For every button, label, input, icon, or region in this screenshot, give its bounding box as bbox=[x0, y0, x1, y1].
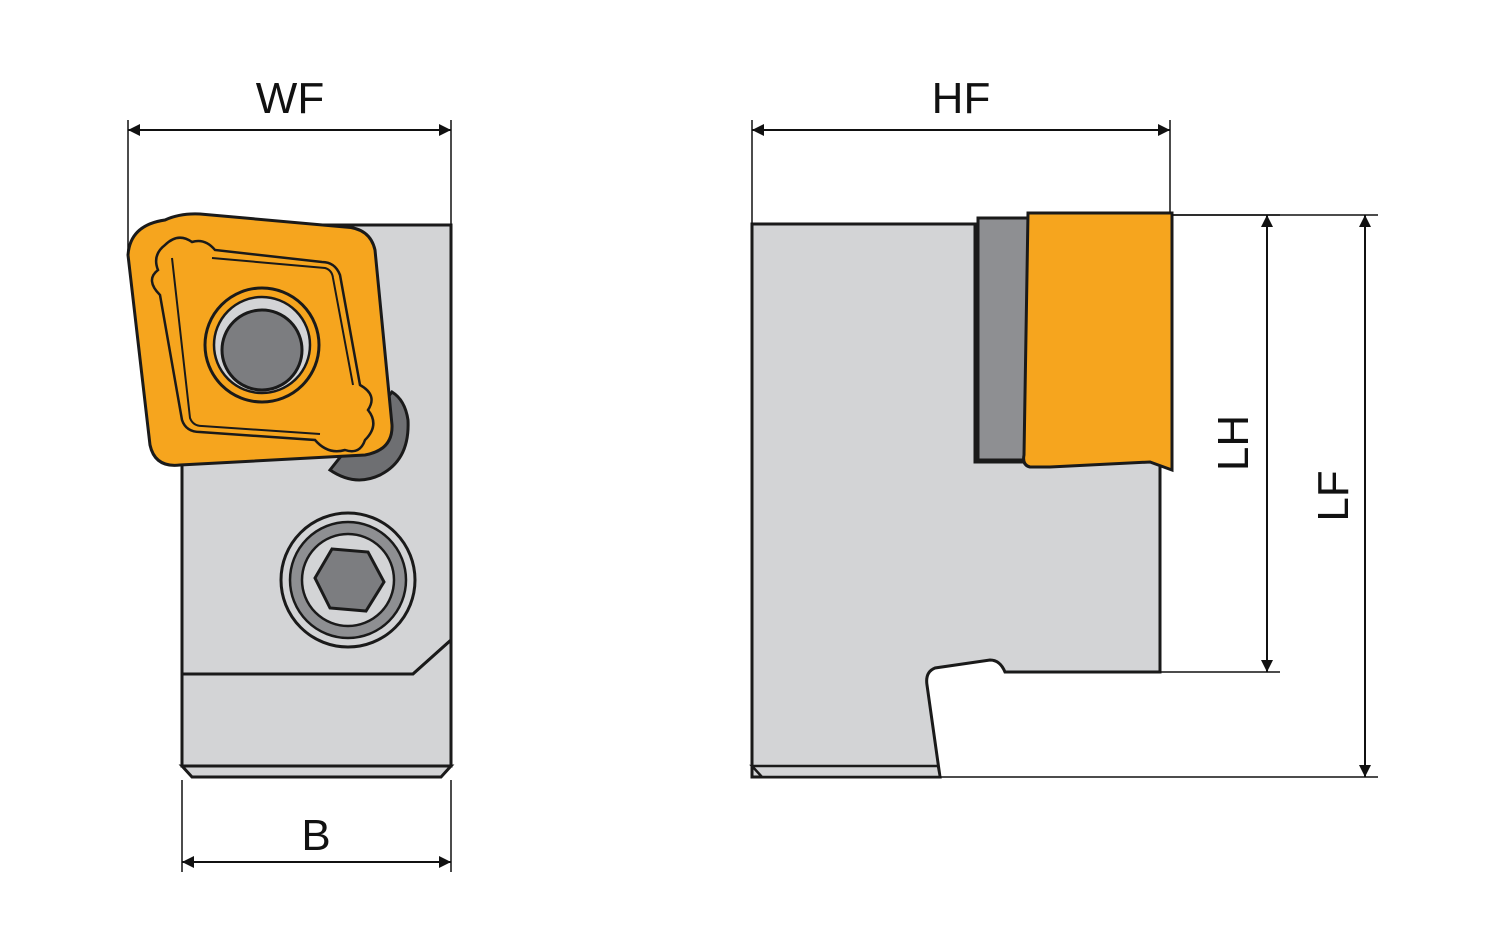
side-shim bbox=[976, 216, 1032, 462]
front-body-lower bbox=[180, 636, 453, 768]
label-lh: LH bbox=[1209, 415, 1258, 471]
dimension-lf: LF bbox=[940, 214, 1378, 778]
dimension-lh: LH bbox=[1160, 214, 1280, 673]
label-lf: LF bbox=[1309, 470, 1358, 521]
dimension-wf: WF bbox=[127, 74, 452, 255]
insert-side bbox=[1022, 211, 1174, 473]
insert-screw-head bbox=[220, 308, 304, 392]
side-view bbox=[749, 211, 1174, 779]
dimension-b: B bbox=[181, 780, 452, 872]
side-bottom-strip bbox=[749, 764, 942, 779]
front-view bbox=[126, 212, 455, 779]
insert-chipbreaker-outline bbox=[150, 236, 375, 453]
side-body bbox=[750, 222, 1162, 779]
insert-chipbreaker-inner bbox=[171, 257, 354, 435]
dimension-hf: HF bbox=[751, 74, 1171, 224]
hex-socket-icon bbox=[313, 547, 386, 613]
label-b: B bbox=[301, 811, 330, 860]
label-hf: HF bbox=[932, 74, 991, 123]
front-bottom-strip bbox=[178, 764, 455, 779]
label-wf: WF bbox=[256, 74, 324, 123]
